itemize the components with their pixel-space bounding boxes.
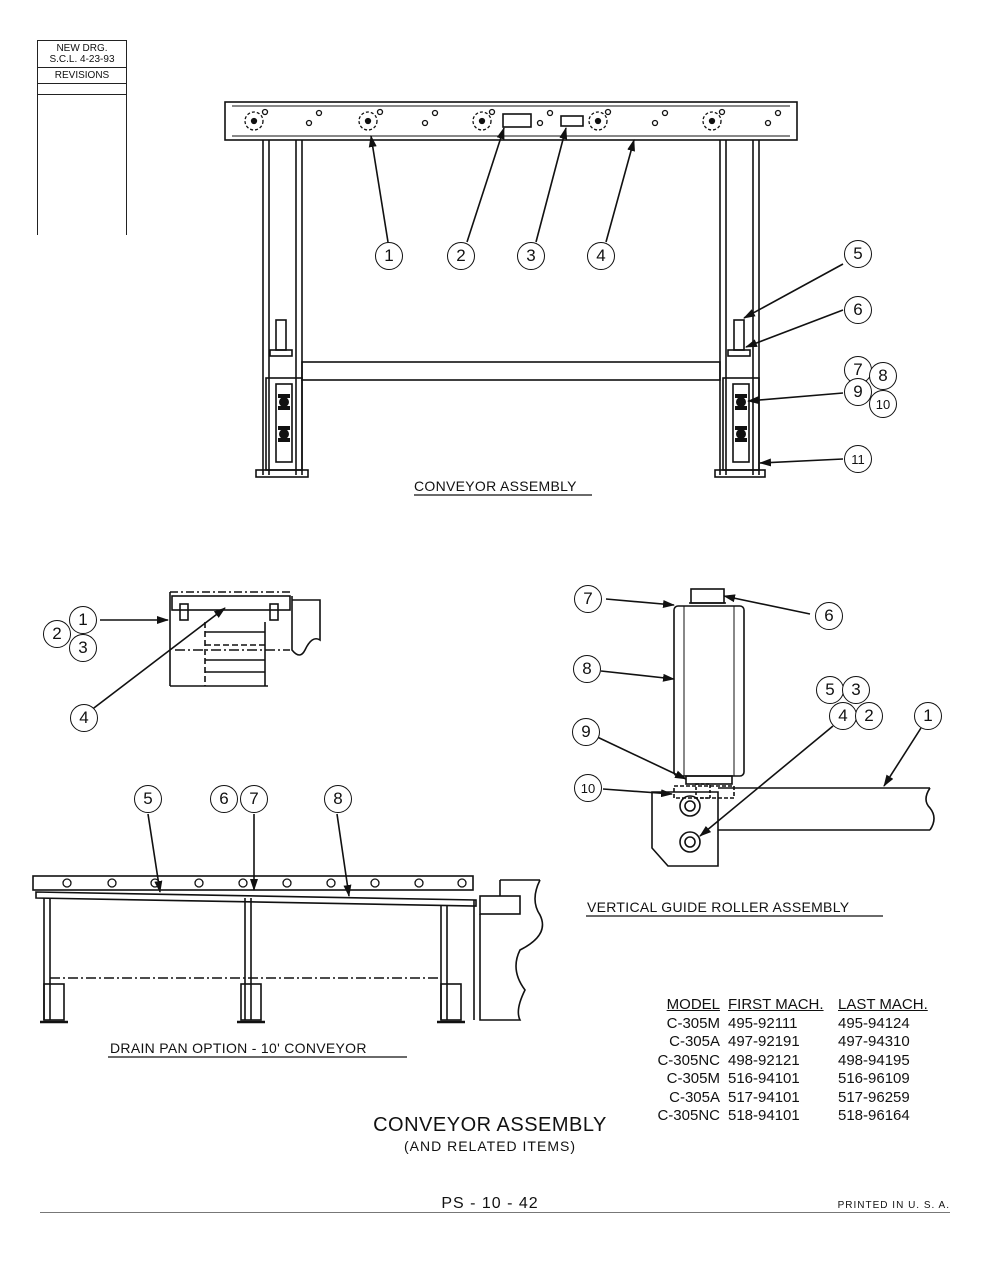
callout-conveyor-assembly-10: 10 [869,390,897,418]
cell-last: 497-94310 [838,1033,910,1050]
cell-model: C-305A [669,1088,720,1106]
cell-last: 518-96164 [838,1107,910,1124]
cell-first: 495-92111 [728,1014,798,1032]
revision-header: REVISIONS [38,68,126,84]
page-subtitle: (AND RELATED ITEMS) [404,1138,576,1154]
cell-last: 498-94195 [838,1051,910,1069]
callout-vertical-guide-roller-5: 5 [816,676,844,704]
drain-pan-option-view [32,813,544,1024]
callout-vertical-guide-roller-6: 6 [815,602,843,630]
drain-pan-option-caption: DRAIN PAN OPTION - 10' CONVEYOR [110,1040,367,1056]
callout-conveyor-assembly-9: 9 [844,378,872,406]
cell-first: 498-92121 [728,1051,800,1069]
printed-note: PRINTED IN U. S. A. [837,1200,950,1211]
callout-vertical-guide-roller-2: 2 [855,702,883,730]
callout-vertical-guide-roller-4: 4 [829,702,857,730]
callout-drain-pan-option-8: 8 [324,785,352,813]
callout-vertical-guide-roller-3: 3 [842,676,870,704]
cell-first: 497-92191 [728,1033,800,1050]
callout-vertical-guide-roller-7: 7 [574,585,602,613]
cell-model: C-305A [669,1033,720,1050]
callout-drain-pan-option-7: 7 [240,785,268,813]
cell-first: 517-94101 [728,1088,800,1106]
cell-first: 518-94101 [728,1107,800,1124]
revision-new-drawing: NEW DRG. S.C.L. 4-23-93 [38,41,126,68]
drain-pan-detail-view [85,591,321,715]
table-row: C-305NC 518-94101 518-96164 [640,1107,938,1126]
header-last-mach: LAST MACH. [838,996,928,1013]
callout-conveyor-assembly-5: 5 [844,240,872,268]
table-row: C-305M 516-94101 516-96109 [640,1070,938,1089]
callout-vertical-guide-roller-1: 1 [914,702,942,730]
callout-vertical-guide-roller-8: 8 [573,655,601,683]
revision-block: NEW DRG. S.C.L. 4-23-93 REVISIONS [37,40,127,235]
page-title: CONVEYOR ASSEMBLY [373,1114,607,1136]
callout-drain-pan-detail-2: 2 [43,620,71,648]
vertical-guide-roller-view [592,588,935,867]
revision-line1: NEW DRG. [56,43,108,54]
cell-last: 516-96109 [838,1070,910,1087]
revision-row [38,84,126,95]
callout-conveyor-assembly-11: 11 [844,445,872,473]
vertical-guide-roller-caption: VERTICAL GUIDE ROLLER ASSEMBLY [587,899,850,915]
callout-drain-pan-detail-1: 1 [69,606,97,634]
callout-conveyor-assembly-8: 8 [869,362,897,390]
callout-drain-pan-detail-4: 4 [70,704,98,732]
cell-model: C-305M [666,1014,720,1032]
table-row: C-305NC 498-92121 498-94195 [640,1052,938,1071]
cell-last: 495-94124 [838,1014,910,1032]
cell-model: C-305M [666,1070,720,1087]
callout-vertical-guide-roller-9: 9 [572,718,600,746]
table-row: C-305M 495-92111 495-94124 [640,1015,938,1034]
callout-drain-pan-option-6: 6 [210,785,238,813]
callout-conveyor-assembly-4: 4 [587,242,615,270]
callout-conveyor-assembly-2: 2 [447,242,475,270]
callout-conveyor-assembly-6: 6 [844,296,872,324]
callout-conveyor-assembly-3: 3 [517,242,545,270]
conveyor-assembly-caption: CONVEYOR ASSEMBLY [414,478,577,494]
cell-model: C-305NC [657,1107,720,1124]
table-row: C-305A 517-94101 517-96259 [640,1089,938,1108]
header-model: MODEL [666,996,720,1013]
header-first-mach: FIRST MACH. [728,996,824,1013]
cell-first: 516-94101 [728,1070,800,1087]
callout-drain-pan-detail-3: 3 [69,634,97,662]
cell-model: C-305NC [657,1051,720,1069]
conveyor-assembly-view [224,101,844,478]
cell-last: 517-96259 [838,1088,910,1106]
footer-rule [40,1212,950,1213]
callout-vertical-guide-roller-10: 10 [574,774,602,802]
table-header: MODEL FIRST MACH. LAST MACH. [640,996,938,1015]
page-number: PS - 10 - 42 [441,1195,539,1212]
callout-drain-pan-option-5: 5 [134,785,162,813]
serial-number-table: MODEL FIRST MACH. LAST MACH. C-305M 495-… [640,996,938,1126]
table-row: C-305A 497-92191 497-94310 [640,1033,938,1052]
revision-line2: S.C.L. 4-23-93 [49,54,115,65]
callout-conveyor-assembly-1: 1 [375,242,403,270]
